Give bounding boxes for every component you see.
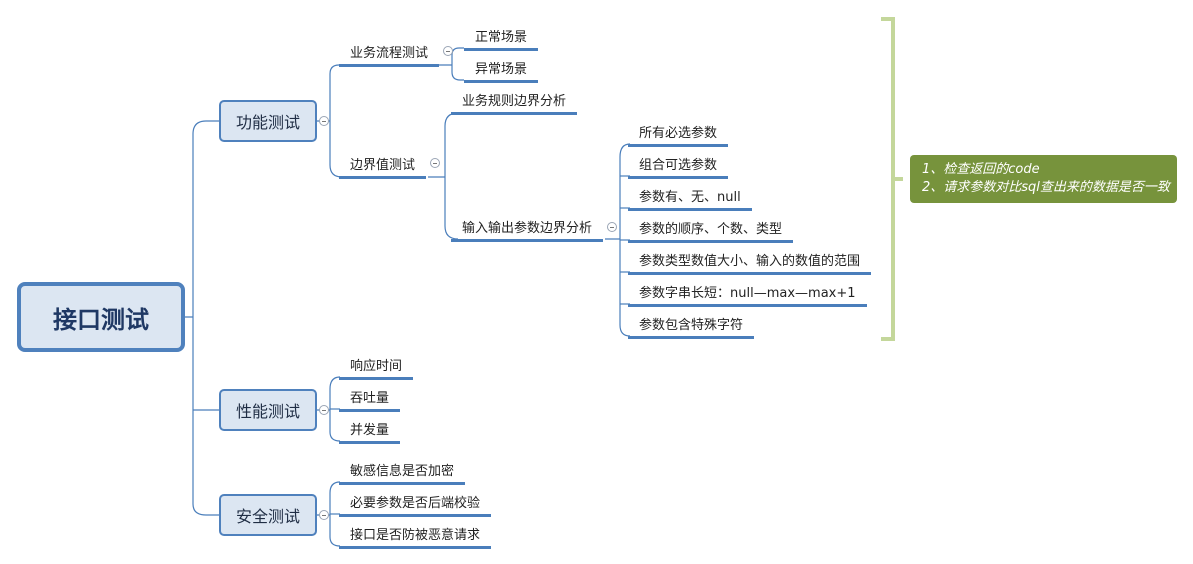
leaf-throughput[interactable]: 吞吐量 bbox=[339, 388, 401, 412]
collapse-performance-icon[interactable] bbox=[319, 405, 329, 415]
topic-business-flow-test[interactable]: 业务流程测试 bbox=[339, 43, 440, 67]
connector-root-spine bbox=[185, 134, 194, 504]
root-topic[interactable]: 接口测试 bbox=[17, 282, 185, 352]
collapse-io-params-icon[interactable] bbox=[607, 222, 617, 232]
leaf-sensitive-info-encrypted[interactable]: 敏感信息是否加密 bbox=[339, 461, 466, 485]
summary-bracket bbox=[881, 17, 903, 341]
connector-security bbox=[192, 503, 219, 516]
topic-io-params-boundary[interactable]: 输入输出参数边界分析 bbox=[451, 218, 604, 242]
connector-sec-3 bbox=[329, 536, 341, 547]
leaf-params-order-count-type[interactable]: 参数的顺序、个数、类型 bbox=[628, 219, 794, 243]
collapse-functional-icon[interactable] bbox=[319, 116, 329, 126]
connector-io-params bbox=[444, 177, 459, 240]
leaf-business-rule-boundary[interactable]: 业务规则边界分析 bbox=[451, 91, 578, 115]
collapse-business-flow-icon[interactable] bbox=[443, 46, 453, 56]
leaf-params-presence[interactable]: 参数有、无、null bbox=[628, 187, 752, 211]
leaf-malicious-request-protection[interactable]: 接口是否防被恶意请求 bbox=[339, 525, 492, 549]
collapse-boundary-icon[interactable] bbox=[430, 158, 440, 168]
connector-bf-2 bbox=[451, 71, 464, 81]
summary-note-line-1: 1、检查返回的code bbox=[922, 162, 1040, 177]
connector-business-rule bbox=[444, 112, 459, 177]
connector-bf-1 bbox=[451, 47, 464, 56]
leaf-params-special-chars[interactable]: 参数包含特殊字符 bbox=[628, 315, 755, 339]
leaf-backend-param-validation[interactable]: 必要参数是否后端校验 bbox=[339, 493, 492, 517]
leaf-optional-params-combo[interactable]: 组合可选参数 bbox=[628, 155, 729, 179]
connector-perf-1 bbox=[329, 376, 341, 390]
leaf-abnormal-scenario[interactable]: 异常场景 bbox=[464, 59, 539, 83]
leaf-params-string-length[interactable]: 参数字串长短：null—max—max+1 bbox=[628, 283, 867, 307]
connector-functional bbox=[192, 120, 219, 135]
collapse-security-icon[interactable] bbox=[319, 510, 329, 520]
connector-business-flow bbox=[329, 64, 341, 75]
topic-functional-test[interactable]: 功能测试 bbox=[219, 100, 317, 142]
leaf-normal-scenario[interactable]: 正常场景 bbox=[464, 27, 539, 51]
leaf-required-params[interactable]: 所有必选参数 bbox=[628, 123, 729, 147]
topic-performance-test[interactable]: 性能测试 bbox=[219, 389, 317, 431]
leaf-concurrency[interactable]: 并发量 bbox=[339, 420, 401, 444]
summary-note-line-2: 2、请求参数对比sql查出来的数据是否一致 bbox=[922, 180, 1170, 195]
leaf-params-value-range[interactable]: 参数类型数值大小、输入的数值的范围 bbox=[628, 251, 872, 275]
summary-note[interactable]: 1、检查返回的code 2、请求参数对比sql查出来的数据是否一致 bbox=[910, 155, 1177, 203]
leaf-response-time[interactable]: 响应时间 bbox=[339, 356, 414, 380]
connector-sec-1 bbox=[329, 481, 341, 494]
topic-security-test[interactable]: 安全测试 bbox=[219, 494, 317, 536]
connector-perf-3 bbox=[329, 431, 341, 442]
connector-io-spine bbox=[605, 157, 621, 325]
connector-io-7 bbox=[619, 324, 631, 337]
topic-boundary-test[interactable]: 边界值测试 bbox=[339, 155, 427, 179]
